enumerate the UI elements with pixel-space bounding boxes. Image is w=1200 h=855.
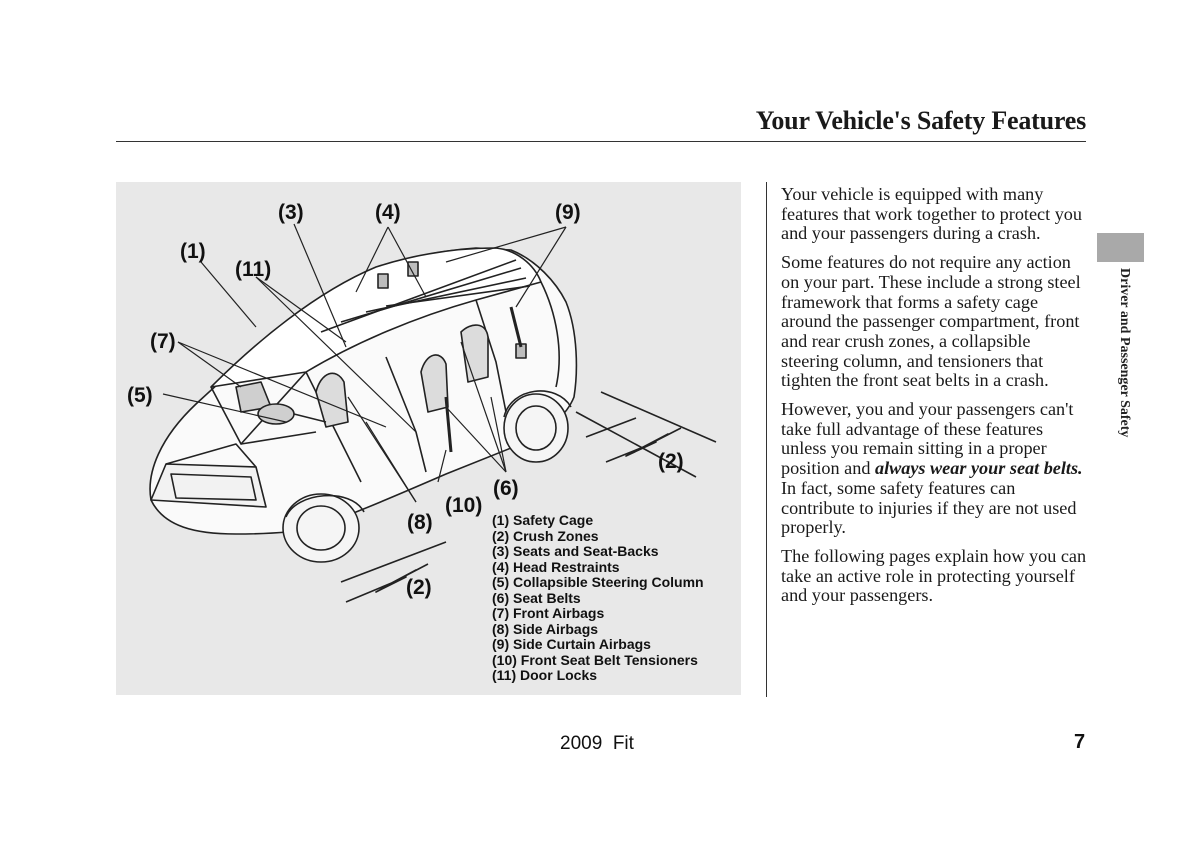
- paragraph: Your vehicle is equipped with many featu…: [781, 184, 1082, 244]
- emphasis-text: always wear your seat belts.: [874, 458, 1083, 479]
- legend-item: (10) Front Seat Belt Tensioners: [492, 651, 698, 668]
- callout-8: (8): [407, 511, 433, 534]
- callout-3: (3): [278, 201, 304, 224]
- paragraph: Some features do not require any action …: [781, 252, 1081, 391]
- callout-1: (1): [180, 240, 206, 263]
- callout-4: (4): [375, 201, 401, 224]
- legend-item: (7) Front Airbags: [492, 605, 605, 621]
- legend-item: (9) Side Curtain Airbags: [492, 636, 651, 652]
- legend-item: (3) Seats and Seat-Backs: [492, 543, 659, 559]
- callout-6: (6): [493, 477, 519, 500]
- legend-item: (6) Seat Belts: [492, 589, 581, 606]
- safety-features-diagram: (1) (2) (2) (3) (4) (5) (6) (7) (8) (9) …: [116, 182, 741, 695]
- callout-7: (7): [150, 330, 176, 353]
- legend-item: (8) Side Airbags: [492, 620, 599, 637]
- legend-item: (11) Door Locks: [492, 667, 598, 683]
- legend-item: (5) Collapsible Steering Column: [492, 574, 704, 590]
- paragraph-text: In fact, some safety features can contri…: [781, 477, 1077, 538]
- callout-2-rear: (2): [658, 450, 684, 473]
- legend-item: (1) Safety Cage: [492, 512, 594, 528]
- callout-2-front: (2): [406, 576, 432, 599]
- paragraph-text: However, you and your passengers can't t…: [781, 399, 1074, 479]
- callout-5: (5): [127, 384, 153, 407]
- footer-model: 2009 Fit: [560, 733, 634, 754]
- column-divider: [766, 182, 767, 697]
- car-illustration: [149, 223, 717, 603]
- legend-item: (4) Head Restraints: [492, 558, 620, 575]
- section-tab: [1097, 233, 1144, 262]
- title-rule: [116, 141, 1086, 142]
- paragraph: However, you and your passengers can't t…: [781, 399, 1089, 538]
- legend-item: (2) Crush Zones: [492, 527, 599, 544]
- paragraph: The following pages explain how you can …: [781, 545, 1087, 606]
- page-number: 7: [1074, 731, 1086, 753]
- diagram-legend: (1) Safety Cage (2) Crush Zones (3) Seat…: [492, 512, 704, 684]
- callout-9: (9): [555, 201, 581, 224]
- section-label: Driver and Passenger Safety: [1117, 268, 1132, 438]
- page-title: Your Vehicle's Safety Features: [755, 106, 1087, 135]
- callout-10: (10): [445, 494, 483, 517]
- callout-11: (11): [235, 258, 272, 281]
- body-text: Your vehicle is equipped with many featu…: [781, 184, 1089, 615]
